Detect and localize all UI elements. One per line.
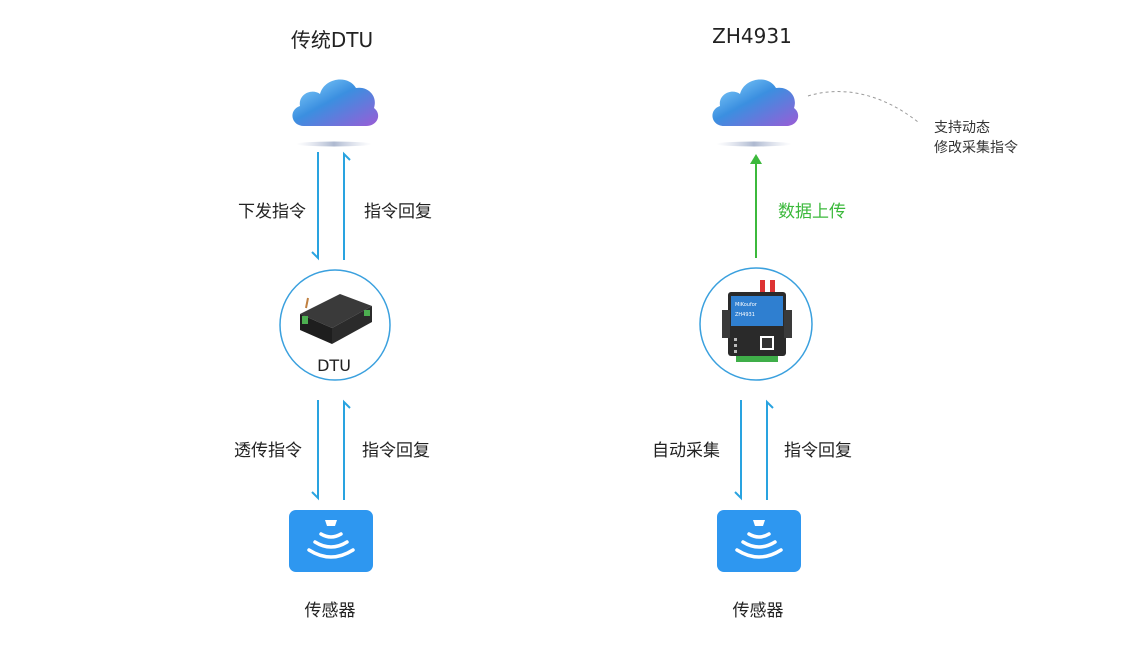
- zh4931-device-circle: MiKoufor ZH4931: [698, 266, 814, 382]
- left-lower-arrows: [308, 398, 358, 502]
- right-down-label: 自动采集: [652, 441, 720, 461]
- left-cloud-icon: [286, 66, 382, 150]
- device-model-text: ZH4931: [735, 312, 755, 318]
- annotation-dashed-curve: [800, 86, 930, 136]
- left-up-label-2: 指令回复: [362, 441, 430, 461]
- right-sensor-icon: [717, 510, 801, 572]
- upload-label: 数据上传: [778, 202, 846, 222]
- right-cloud-icon: [706, 66, 802, 150]
- upload-arrow-icon: [748, 152, 764, 260]
- dtu-device-circle: [278, 268, 392, 382]
- left-title: 传统DTU: [290, 28, 374, 52]
- left-upper-arrows: [308, 150, 358, 262]
- left-down-label-2: 透传指令: [234, 441, 302, 461]
- dtu-device-label: DTU: [317, 356, 351, 375]
- note-line-2: 修改采集指令: [934, 140, 1018, 156]
- note-line-1: 支持动态: [934, 120, 990, 136]
- device-brand-text: MiKoufor: [735, 302, 758, 308]
- left-sensor-label: 传感器: [304, 601, 356, 621]
- left-down-label-1: 下发指令: [238, 202, 306, 222]
- right-title: ZH4931: [712, 24, 792, 48]
- right-sensor-label: 传感器: [732, 601, 784, 621]
- left-up-label-1: 指令回复: [364, 202, 432, 222]
- right-lower-arrows: [731, 398, 781, 502]
- annotation-note: 支持动态 修改采集指令: [934, 118, 1018, 158]
- left-sensor-icon: [289, 510, 373, 572]
- right-up-label: 指令回复: [784, 441, 852, 461]
